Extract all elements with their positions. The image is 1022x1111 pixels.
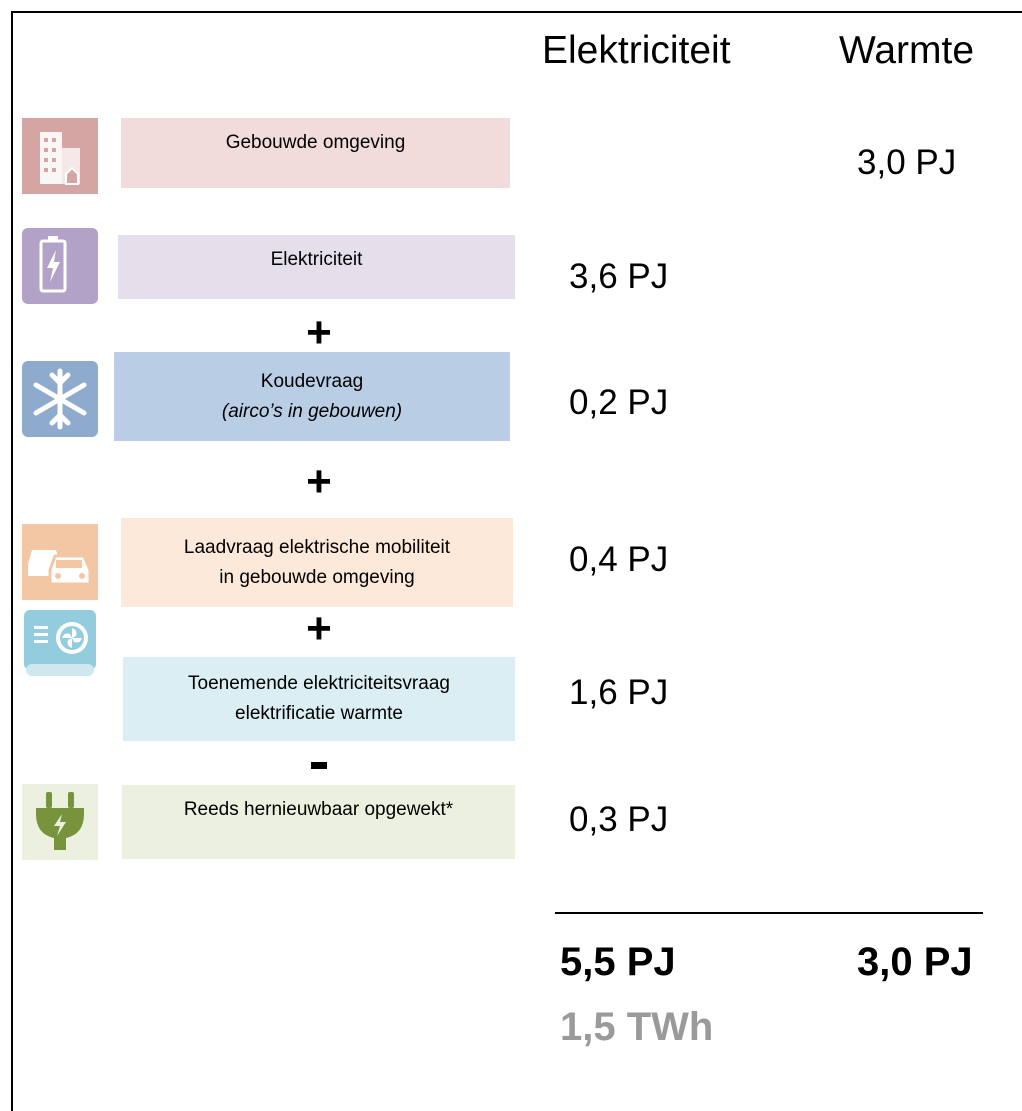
heat-value-built-environment: 3,0 PJ	[857, 143, 957, 182]
category-box-cooling-demand: Koudevraag (airco’s in gebouwen)	[114, 352, 510, 441]
category-sublabel: in gebouwde omgeving	[219, 566, 415, 588]
category-label: Koudevraag	[260, 370, 364, 392]
category-label: Reeds hernieuwbaar opgewekt*	[183, 799, 454, 820]
category-label: Gebouwde omgeving	[225, 132, 406, 153]
plug-icon	[22, 784, 98, 860]
diagram-frame	[11, 11, 1022, 1111]
total-electricity-twh: 1,5 TWh	[560, 1005, 714, 1049]
total-rule	[555, 912, 983, 914]
category-box-renewable: Reeds hernieuwbaar opgewekt*	[122, 785, 515, 859]
category-sublabel: elektrificatie warmte	[235, 703, 403, 724]
electricity-value-renewable: 0,3 PJ	[569, 800, 669, 839]
snowflake-icon	[22, 361, 98, 437]
minus-operator	[311, 762, 327, 769]
category-sublabel: (airco’s in gebouwen)	[221, 400, 403, 422]
category-label: Laadvraag elektrische mobiliteit	[183, 536, 451, 558]
total-electricity: 5,5 PJ	[560, 940, 676, 984]
column-header-heat: Warmte	[839, 29, 975, 72]
electricity-value-cooling-demand: 0,2 PJ	[569, 383, 669, 422]
electricity-value-heat-electrification: 1,6 PJ	[569, 673, 669, 712]
buildings-icon	[22, 118, 98, 194]
total-heat: 3,0 PJ	[857, 940, 973, 984]
category-label: Elektriciteit	[270, 249, 363, 270]
cars-icon	[22, 524, 98, 600]
category-label: Toenemende elektriciteitsvraag	[188, 673, 450, 694]
column-header-electricity: Elektriciteit	[542, 29, 731, 72]
category-box-heat-electrification: Toenemende elektriciteitsvraag elektrifi…	[123, 657, 515, 741]
category-box-ev-charging: Laadvraag elektrische mobiliteit in gebo…	[121, 518, 513, 607]
plus-operator: +	[306, 604, 332, 653]
battery-icon	[22, 228, 98, 304]
electricity-value-ev-charging: 0,4 PJ	[569, 540, 669, 579]
category-box-electricity: Elektriciteit	[118, 235, 515, 299]
plus-operator: +	[306, 457, 332, 506]
category-box-built-environment: Gebouwde omgeving	[121, 118, 510, 188]
electricity-value-electricity: 3,6 PJ	[569, 257, 669, 296]
plus-operator: +	[306, 308, 332, 357]
heat-pump-icon	[22, 608, 98, 684]
